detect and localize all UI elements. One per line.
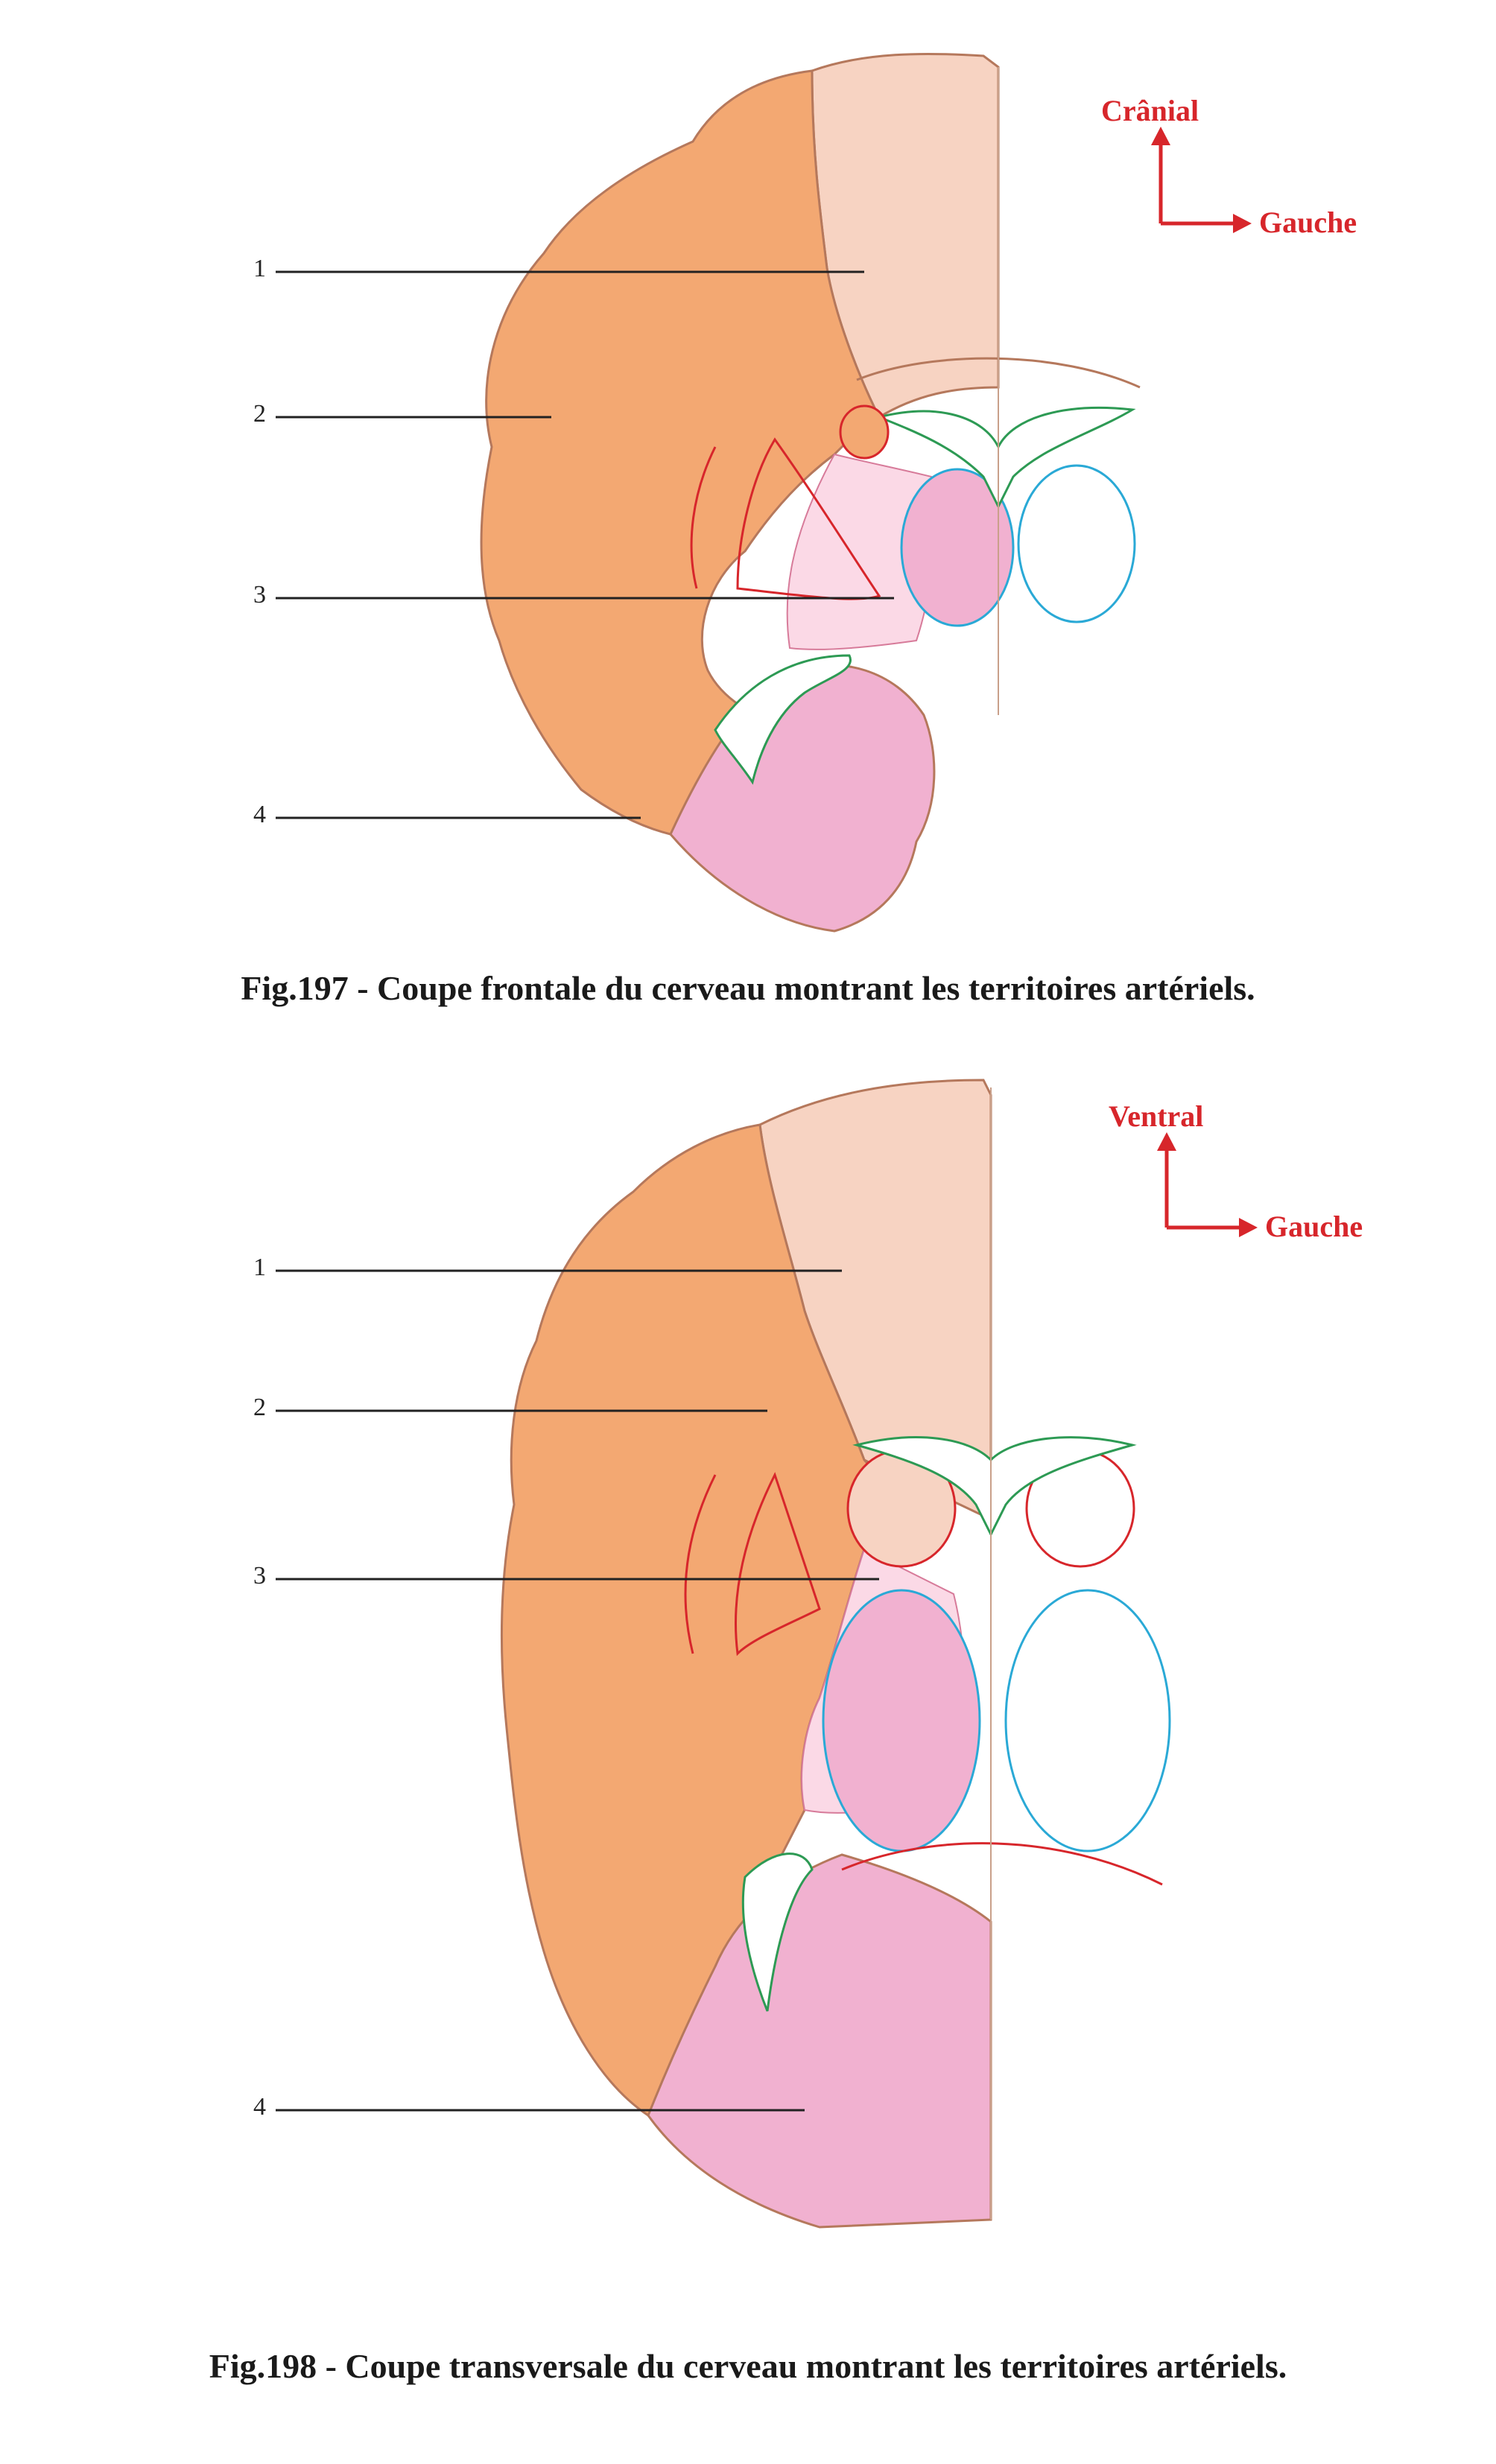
label-2: 2 [253,400,266,428]
caudate-head [839,404,890,460]
label-3: 3 [253,1562,266,1590]
middle-cerebral-territory [480,69,881,836]
anterior-choroidal-territory [786,453,935,650]
transverse-section-diagram [276,1079,1258,2229]
label-1: 1 [253,255,266,282]
orientation-ventral: Ventral [1109,1099,1204,1133]
arrowhead-right [1239,1218,1258,1237]
label-4: 4 [253,801,266,828]
temporal-horn [741,1852,814,2012]
figure-197: 1 2 3 4 Crânial Gauche Fig.197 - Coupe f… [0,0,1496,1058]
label-4: 4 [253,2093,266,2121]
lentiform-nucleus [734,1472,821,1657]
temporal-horn [714,654,852,785]
splenium [841,1842,1163,1886]
thalamus-left [900,468,1015,627]
frontal-section-diagram [276,52,1252,933]
orientation-left: Gauche [1259,206,1357,239]
thalamus-right [1017,464,1136,623]
arrowhead-right [1233,214,1252,233]
figure-198: 1 2 3 4 Ventral Gauche Fig.198 - Coupe t… [0,1058,1496,2464]
arrowhead-up [1157,1132,1176,1151]
label-1: 1 [253,1254,266,1281]
orientation-cranial: Crânial [1101,94,1199,127]
label-3: 3 [253,581,266,609]
corpus-callosum [856,357,1141,389]
lateral-ventricles [875,407,1136,509]
thalamus-right [1004,1589,1171,1852]
posterior-cerebral-territory [647,1853,992,2229]
label-2: 2 [253,1394,266,1421]
lateral-ventricles [852,1436,1137,1537]
claustrum [690,446,717,589]
thalamus-left [822,1589,981,1852]
arrowhead-up [1151,127,1170,145]
claustrum [684,1474,717,1654]
figure-caption-198: Fig.198 - Coupe transversale du cerveau … [209,2347,1287,2385]
figure-caption-197: Fig.197 - Coupe frontale du cerveau mont… [241,969,1255,1007]
middle-cerebral-territory [500,1123,877,2118]
orientation-left: Gauche [1265,1210,1363,1243]
